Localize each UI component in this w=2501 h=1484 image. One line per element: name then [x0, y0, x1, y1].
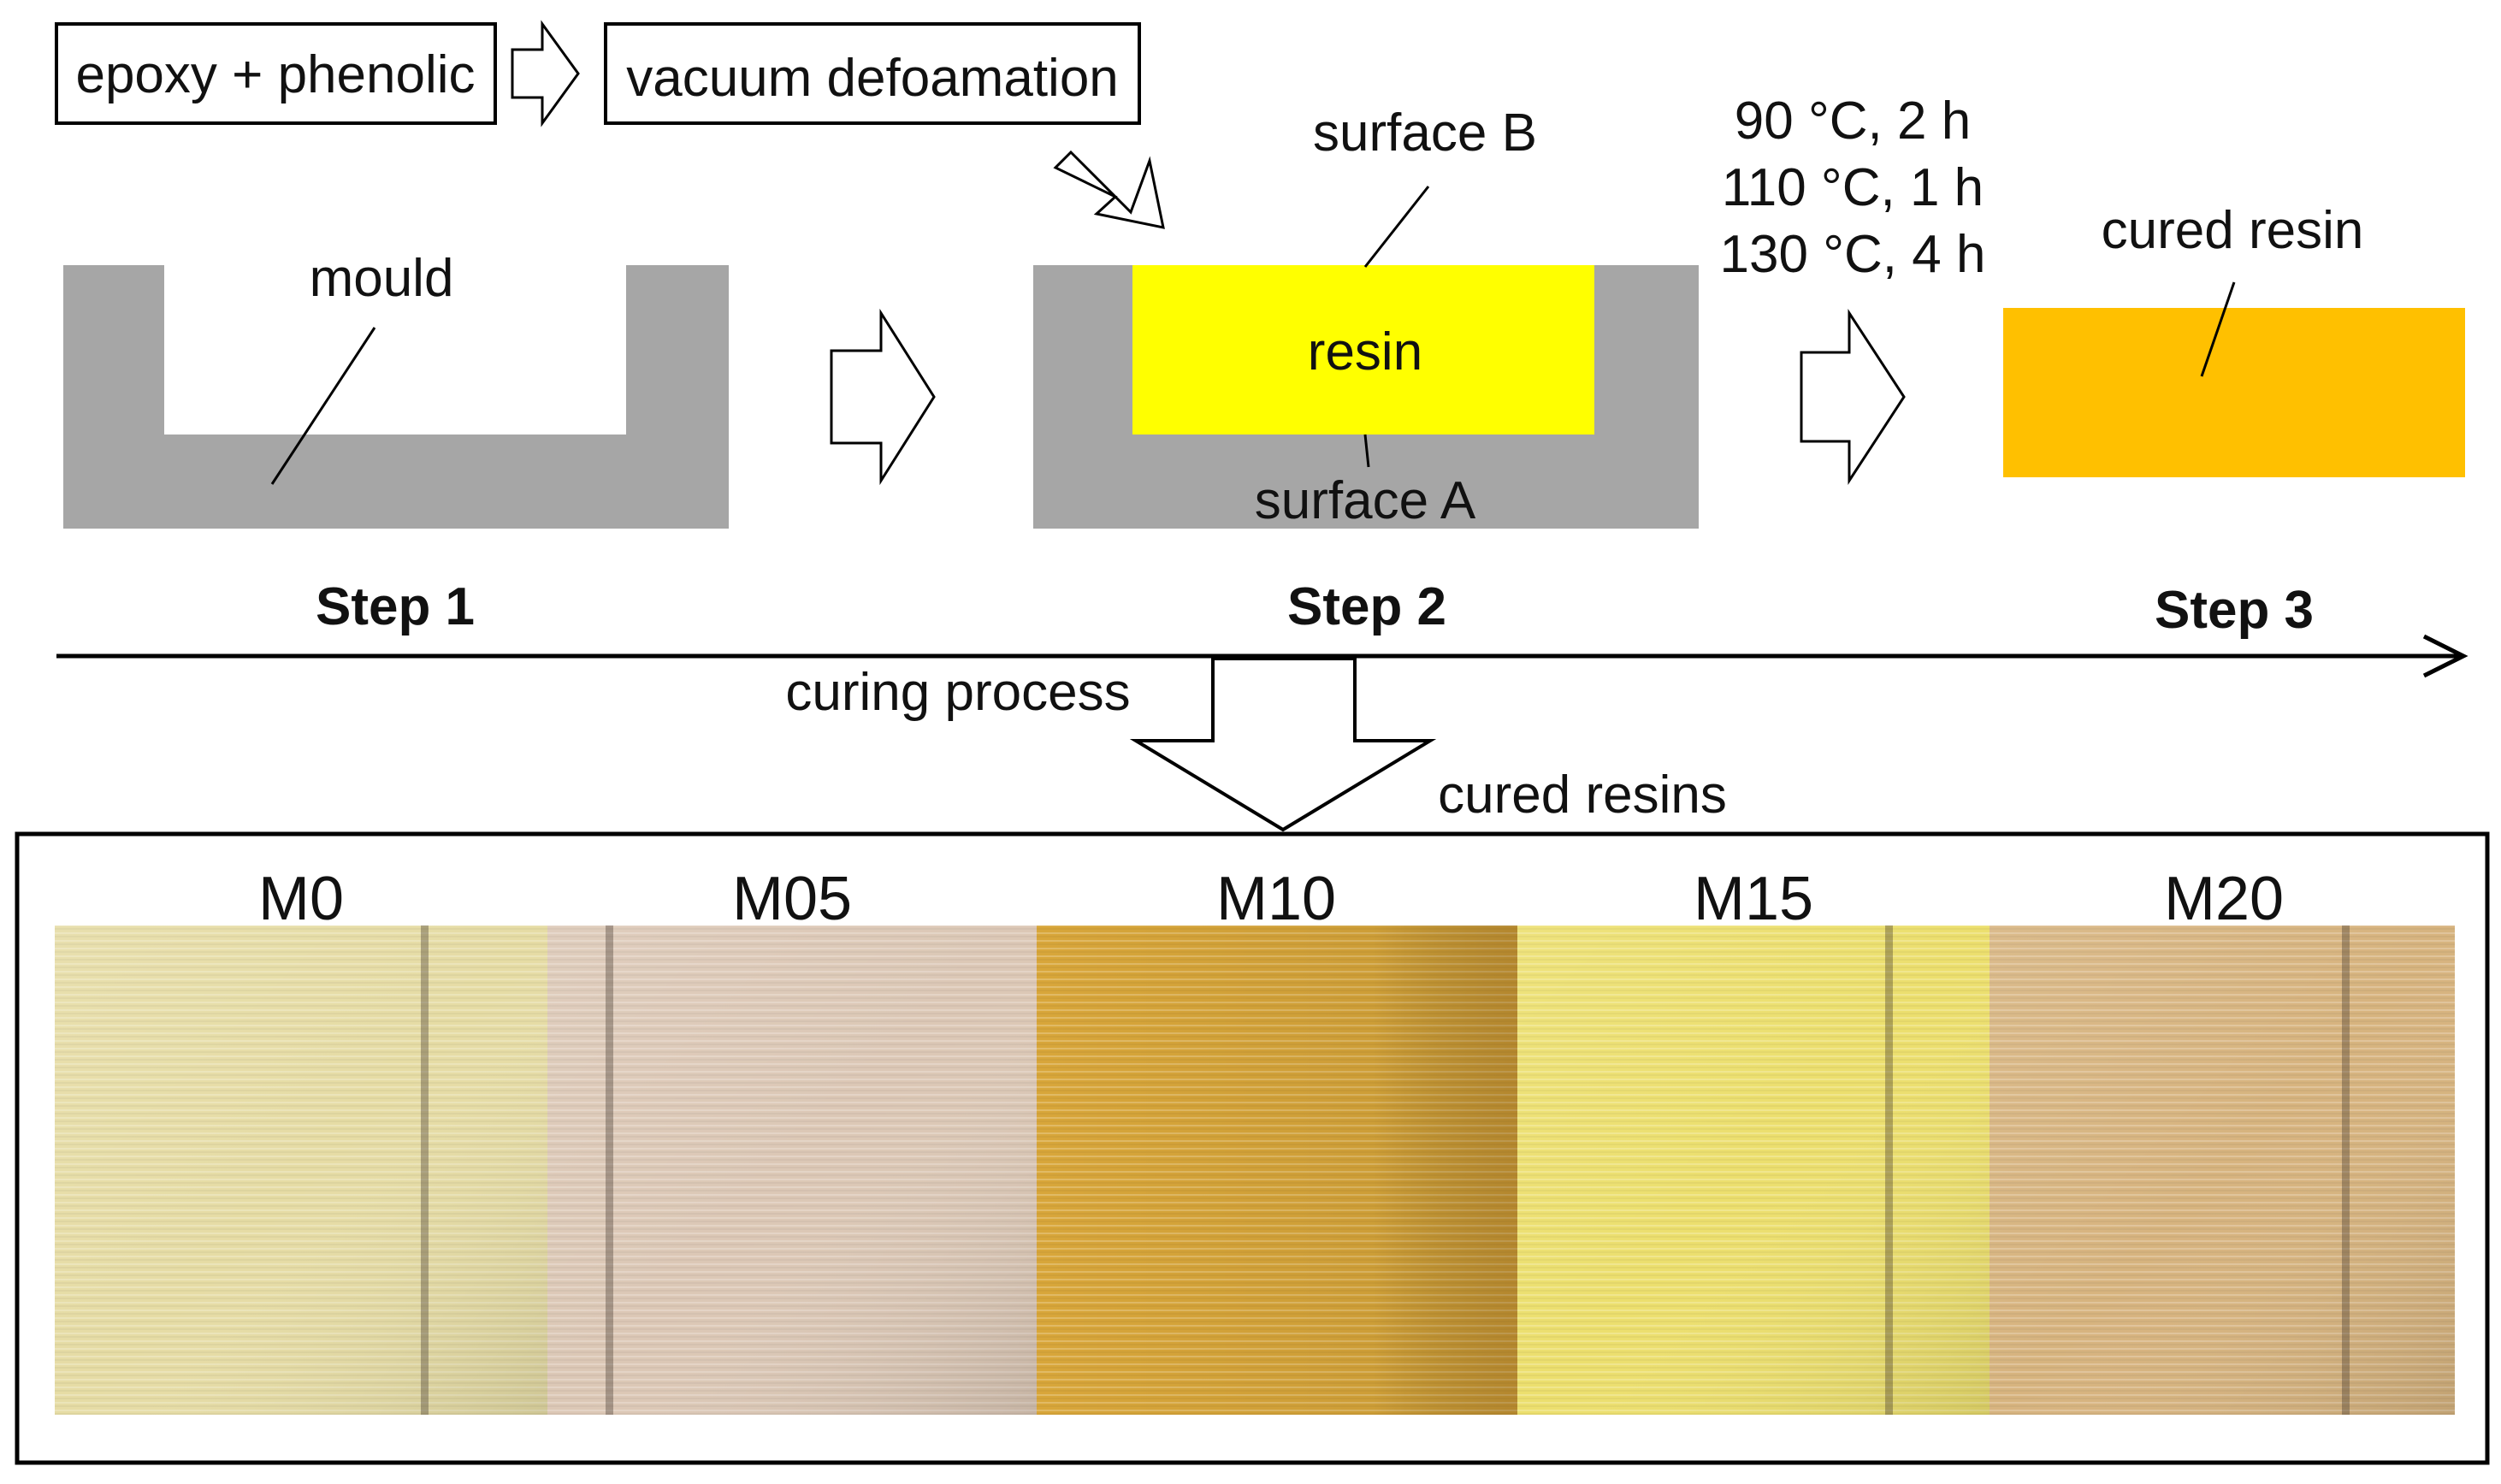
- surface-a-label: surface A: [1255, 471, 1476, 530]
- result-label: cured resins: [1438, 766, 1727, 825]
- sample-gallery: M0 M05 M10 M15 M20: [55, 865, 2455, 1415]
- hollow-arrow-down-icon: [1129, 657, 1437, 832]
- cured-resin-leader-line: [2200, 281, 2236, 377]
- hollow-arrow-right-icon: [830, 308, 936, 486]
- hollow-arrow-right-icon: [511, 20, 580, 127]
- step-1-label: Step 1: [316, 577, 475, 636]
- input-box: epoxy + phenolic: [55, 22, 497, 125]
- mould-leader-line: [270, 327, 376, 485]
- sample-m20: M20: [1990, 865, 2455, 1415]
- hollow-arrow-right-icon: [1800, 308, 1906, 486]
- surface-a-leader-line: [1363, 434, 1370, 468]
- sample-mould-line: [2342, 925, 2350, 1415]
- curing-schedule-line: 90 °C, 2 h: [1735, 92, 1971, 151]
- curing-schedule: 90 °C, 2 h 110 °C, 1 h 130 °C, 4 h: [1720, 92, 1986, 284]
- mould-label: mould: [310, 249, 454, 308]
- sample-shading: [1037, 925, 1517, 1415]
- resin-block: [1132, 265, 1594, 435]
- sample-label: M20: [2164, 865, 2284, 933]
- cured-resin: cured resin: [2003, 201, 2465, 477]
- sample-m15: M15: [1517, 865, 1990, 1415]
- sample-shading: [1990, 925, 2455, 1415]
- defoam-box-label: vacuum defoamation: [626, 49, 1119, 108]
- sample-label: M10: [1216, 865, 1336, 933]
- curing-schedule-line: 130 °C, 4 h: [1720, 225, 1986, 284]
- sample-shading: [547, 925, 1037, 1415]
- mould: mould: [63, 249, 729, 529]
- sample-label: M05: [732, 865, 852, 933]
- curing-schedule-line: 110 °C, 1 h: [1722, 158, 1984, 217]
- sample-mould-line: [1885, 925, 1893, 1415]
- input-box-label: epoxy + phenolic: [75, 45, 475, 104]
- cured-resin-block: [2003, 308, 2465, 477]
- sample-m10: M10: [1037, 865, 1517, 1415]
- surface-b-leader-line: [1363, 186, 1430, 268]
- sample-label: M0: [258, 865, 344, 933]
- sample-shading: [1517, 925, 1990, 1415]
- hollow-arrow-diagonal-icon: [1053, 150, 1165, 229]
- timeline-arrowhead-icon: [2422, 634, 2468, 678]
- step-2-label: Step 2: [1287, 577, 1446, 636]
- timeline-label: curing process: [785, 663, 1130, 722]
- timeline-axis: [56, 634, 2468, 678]
- sample-mould-line: [421, 925, 429, 1415]
- surface-b-label: surface B: [1313, 103, 1537, 163]
- sample-m0: M0: [55, 865, 547, 1415]
- defoam-box: vacuum defoamation: [604, 22, 1141, 125]
- sample-mould-line: [606, 925, 613, 1415]
- filled-mould-shape: [1033, 265, 1699, 529]
- sample-label: M15: [1694, 865, 1813, 933]
- cured-resin-label: cured resin: [2102, 201, 2364, 260]
- resin-label: resin: [1308, 322, 1422, 381]
- sample-m05: M05: [547, 865, 1037, 1415]
- sample-shading: [55, 925, 547, 1415]
- samples-panel: [15, 831, 2490, 1465]
- mould-shape: [63, 265, 729, 529]
- step-3-label: Step 3: [2155, 581, 2314, 640]
- filled-mould: resin surface B surface A: [1033, 103, 1699, 530]
